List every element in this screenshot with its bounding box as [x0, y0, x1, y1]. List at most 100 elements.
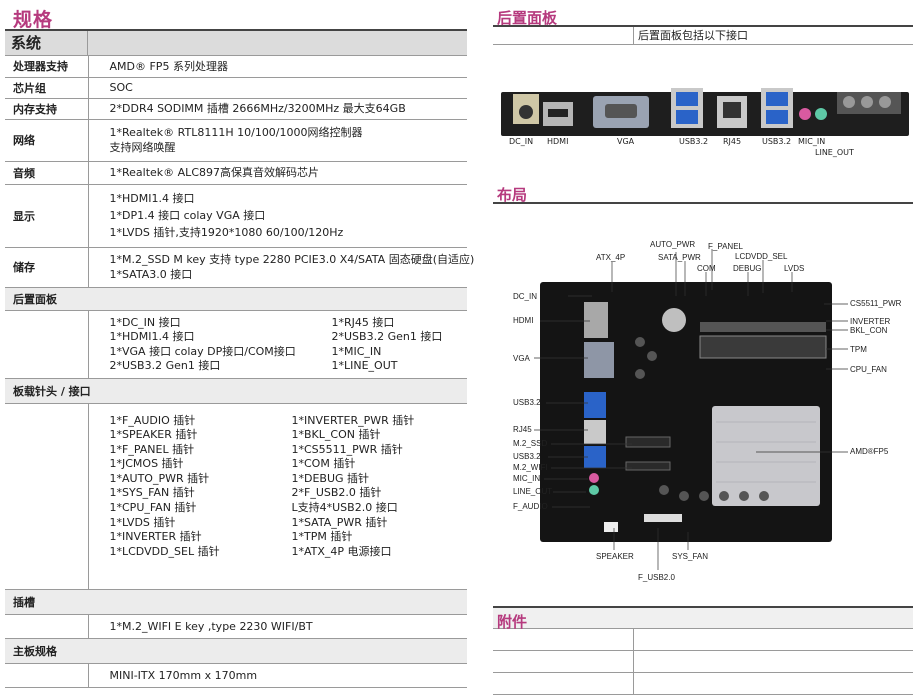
rear-panel-list: 1*DC_IN 接口 1*HDMI1.4 接口 1*VGA 接口 colay D… — [88, 310, 467, 379]
rear-io-image — [501, 88, 909, 136]
rear-panel-caption: 后置面板包括以下接口 — [638, 29, 748, 42]
port-label-usb-a: USB3.2 — [679, 137, 709, 146]
headers-columns: 1*F_AUDIO 插针 1*SPEAKER 插针 1*F_PANEL 插针 1… — [110, 414, 468, 560]
right-panel: 后置面板 后置面板包括以下接口 布局 附件 — [493, 0, 913, 695]
spec-label: 内存支持 — [5, 98, 89, 120]
spec-label: 处理器支持 — [5, 56, 89, 78]
list-item: L支持4*USB2.0 接口 — [291, 501, 398, 515]
list-item: 1*LINE_OUT — [331, 359, 398, 373]
accessories-title-bar: 附件 — [493, 606, 913, 631]
spec-row-chipset: 芯片组 SOC — [5, 77, 467, 99]
label-com: COM — [697, 264, 716, 273]
list-item: 1*F_PANEL 插针 — [109, 442, 195, 456]
label-cpu-fan: CPU_FAN — [850, 365, 887, 374]
label-lvds: LVDS — [784, 264, 805, 273]
port-label-usb-b: USB3.2 — [762, 137, 792, 146]
accessory-cell — [493, 651, 634, 672]
label-tpm: TPM — [850, 345, 867, 354]
system-header-label: 系统 — [5, 31, 88, 55]
label-vga: VGA — [513, 354, 530, 363]
label-rj45: RJ45 — [513, 425, 532, 434]
slot-value: 1*M.2_WIFI E key ,type 2230 WIFI/BT — [88, 614, 467, 639]
spec-line: 1*M.2_SSD M key 支持 type 2280 PCIE3.0 X4/… — [109, 253, 475, 266]
spec-value: AMD® FP5 系列处理器 — [88, 56, 467, 78]
spec-line: 支持网络唤醒 — [109, 141, 176, 154]
spec-line: 1*LVDS 插针,支持1920*1080 60/100/120Hz — [109, 226, 344, 239]
label-dc-in: DC_IN — [513, 292, 538, 301]
label-usb-b: USB3.2 — [513, 452, 541, 461]
label-debug: DEBUG — [733, 264, 762, 273]
layout-title-bar: 布局 — [493, 182, 913, 204]
label-sys-fan: SYS_FAN — [672, 552, 709, 561]
label-speaker: SPEAKER — [596, 552, 634, 561]
spec-value: 2*DDR4 SODIMM 插槽 2666MHz/3200MHz 最大支64GB — [88, 98, 467, 120]
motherboard-graphic — [584, 302, 827, 532]
list-item: 1*TPM 插针 — [291, 530, 353, 544]
rear-right-col: 1*RJ45 接口 2*USB3.2 Gen1 接口 1*MIC_IN 1*LI… — [332, 316, 443, 374]
spec-value: 1*Realtek® ALC897高保真音效解码芯片 — [88, 161, 467, 185]
accessory-cell — [493, 629, 634, 650]
list-item: 1*LVDS 插针 — [109, 515, 176, 529]
port-label-hdmi: HDMI — [547, 137, 569, 146]
list-item: 1*LCDVDD_SEL 插针 — [109, 544, 220, 558]
list-item: 1*CS5511_PWR 插针 — [291, 442, 403, 456]
port-label-line-out: LINE_OUT — [815, 148, 854, 157]
spec-value: 1*M.2_SSD M key 支持 type 2280 PCIE3.0 X4/… — [88, 247, 475, 288]
label-bkl-con: BKL_CON — [850, 326, 888, 335]
caption-cell-empty — [493, 27, 634, 44]
list-item: 1*RJ45 接口 — [331, 315, 395, 329]
accessory-cell — [493, 673, 634, 694]
spec-label: 音频 — [5, 161, 89, 185]
headers-section-header: 板载针头 / 接口 — [5, 378, 467, 404]
list-item: 1*COM 插针 — [291, 457, 356, 471]
spec-label-empty — [5, 403, 89, 590]
label-hdmi: HDMI — [513, 316, 534, 325]
form-section-header: 主板规格 — [5, 638, 467, 664]
label-m2-wifi: M.2_WIFI — [513, 463, 548, 472]
port-label-vga: VGA — [617, 137, 635, 146]
accessories-title: 附件 — [497, 613, 528, 631]
list-item: 1*JCMOS 插针 — [109, 457, 184, 471]
rear-panel-title: 后置面板 — [497, 9, 558, 27]
list-item: 1*VGA 接口 colay DP接口/COM接口 — [109, 344, 296, 358]
spec-line: 1*SATA3.0 接口 — [109, 268, 193, 281]
label-auto-pwr: AUTO_PWR — [650, 240, 696, 249]
list-item: 1*SPEAKER 插针 — [109, 428, 198, 442]
system-header: 系统 — [5, 31, 467, 56]
spec-line: 1*Realtek® RTL8111H 10/100/1000网络控制器 — [109, 126, 363, 139]
spec-value: 1*HDMI1.4 接口 1*DP1.4 接口 colay VGA 接口 1*L… — [88, 184, 467, 248]
spec-label: 显示 — [5, 184, 89, 248]
label-mic-in: MIC_IN — [513, 474, 541, 483]
spec-title: 规格 — [13, 9, 54, 31]
headers-left-col: 1*F_AUDIO 插针 1*SPEAKER 插针 1*F_PANEL 插针 1… — [110, 414, 292, 560]
label-sata-pwr: SATA_PWR — [658, 253, 701, 262]
port-label-mic-in: MIC_IN — [798, 137, 826, 146]
spec-label-empty — [5, 310, 89, 379]
form-value: MINI-ITX 170mm x 170mm — [88, 663, 467, 688]
spec-table: 处理器支持 AMD® FP5 系列处理器 芯片组 SOC 内存支持 2*DDR4… — [5, 56, 475, 688]
label-f-usb2: F_USB2.0 — [638, 573, 675, 582]
label-amd-fp5: AMD®FP5 — [850, 447, 889, 456]
rear-section-header: 后置面板 — [5, 287, 467, 311]
slot-row: 1*M.2_WIFI E key ,type 2230 WIFI/BT — [5, 614, 467, 639]
list-item: 2*USB3.2 Gen1 接口 — [109, 359, 221, 373]
list-item: 1*DEBUG 插针 — [291, 471, 370, 485]
spec-value: SOC — [88, 77, 467, 99]
rear-panel-caption-row: 后置面板包括以下接口 — [493, 27, 913, 45]
spec-label-empty — [5, 663, 89, 688]
label-cs5511-pwr: CS5511_PWR — [850, 299, 902, 308]
list-item: 1*HDMI1.4 接口 — [109, 330, 195, 344]
spec-row-display: 显示 1*HDMI1.4 接口 1*DP1.4 接口 colay VGA 接口 … — [5, 184, 467, 248]
spec-label-empty — [5, 614, 89, 639]
motherboard-image — [540, 282, 832, 542]
spec-panel: 规格 系统 处理器支持 AMD® FP5 系列处理器 芯片组 SOC 内存支持 … — [5, 0, 475, 688]
spec-row-audio: 音频 1*Realtek® ALC897高保真音效解码芯片 — [5, 161, 467, 185]
label-usb-a: USB3.2 — [513, 398, 541, 407]
list-item: 2*F_USB2.0 插针 — [291, 486, 382, 500]
rear-panel-title-bar: 后置面板 — [493, 5, 913, 27]
spec-line: 1*DP1.4 接口 colay VGA 接口 — [109, 209, 266, 222]
spec-label: 网络 — [5, 119, 89, 162]
list-item: 1*F_AUDIO 插针 — [109, 413, 196, 427]
layout-title: 布局 — [497, 186, 528, 204]
section-label: 插槽 — [5, 589, 467, 615]
